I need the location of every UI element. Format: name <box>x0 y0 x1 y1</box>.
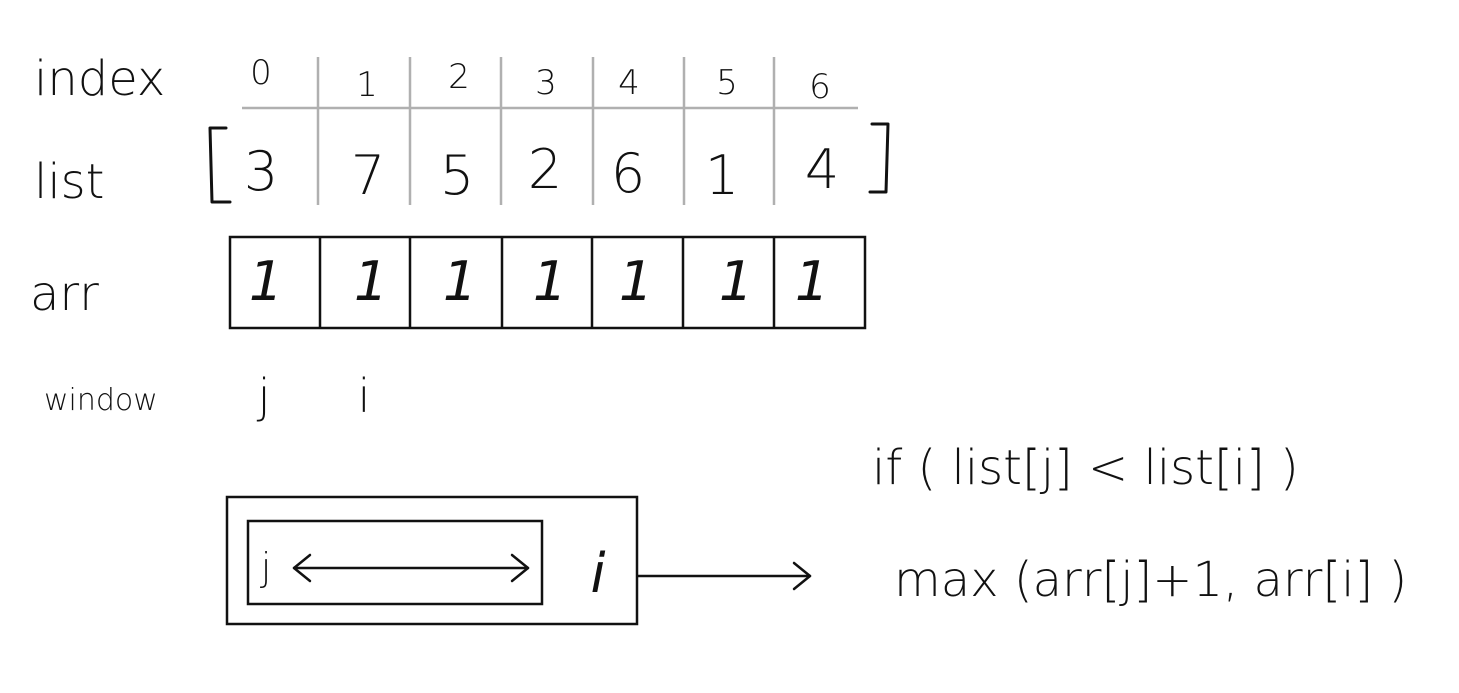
pointer-i: i <box>358 369 371 423</box>
window-outer-i-label: i <box>590 542 605 605</box>
index-value: 6 <box>809 67 831 107</box>
update-formula: max (arr[j]+1, arr[i] ) <box>894 552 1407 608</box>
pointer-j: j <box>257 369 271 423</box>
arr-value: 1 <box>619 250 653 313</box>
list-values: 3 7 5 2 6 1 4 <box>244 138 839 207</box>
arr-value: 1 <box>443 250 477 313</box>
arr-value: 1 <box>533 250 567 313</box>
arr-row-label: arr <box>30 266 99 322</box>
arr-value: 1 <box>249 250 283 313</box>
list-value: 5 <box>440 144 474 207</box>
list-value: 1 <box>705 144 739 207</box>
index-value: 0 <box>250 53 272 93</box>
index-value: 3 <box>535 63 557 103</box>
index-value: 5 <box>716 63 738 103</box>
window-inner-j-label: j <box>260 545 272 589</box>
window-outer-box <box>225 495 639 626</box>
window-diagram: j i <box>225 495 639 626</box>
list-close-bracket <box>868 122 890 194</box>
index-value: 1 <box>356 65 378 105</box>
window-inner-box <box>246 519 544 606</box>
index-value: 2 <box>448 57 470 97</box>
arr-outline <box>228 235 867 330</box>
index-values: 0 1 2 3 4 5 6 <box>250 53 831 107</box>
list-value: 4 <box>805 138 839 201</box>
right-arrow-icon <box>636 561 812 591</box>
index-value: 4 <box>618 63 640 103</box>
window-row-label: window <box>44 383 158 418</box>
arr-value: 1 <box>719 250 753 313</box>
index-row-label: index <box>34 51 165 107</box>
double-arrow-icon <box>292 553 530 583</box>
condition-formula: if ( list[j] < list[i] ) <box>872 440 1299 496</box>
arr-value: 1 <box>795 250 829 313</box>
list-value: 6 <box>611 142 645 205</box>
list-value: 7 <box>351 144 385 207</box>
list-value: 2 <box>528 138 562 201</box>
index-list-grid <box>242 57 858 205</box>
arr-value: 1 <box>354 250 388 313</box>
list-row-label: list <box>34 154 105 210</box>
list-value: 3 <box>244 140 278 203</box>
list-open-bracket <box>208 126 232 204</box>
arr-row: 1 1 1 1 1 1 1 <box>228 235 867 330</box>
